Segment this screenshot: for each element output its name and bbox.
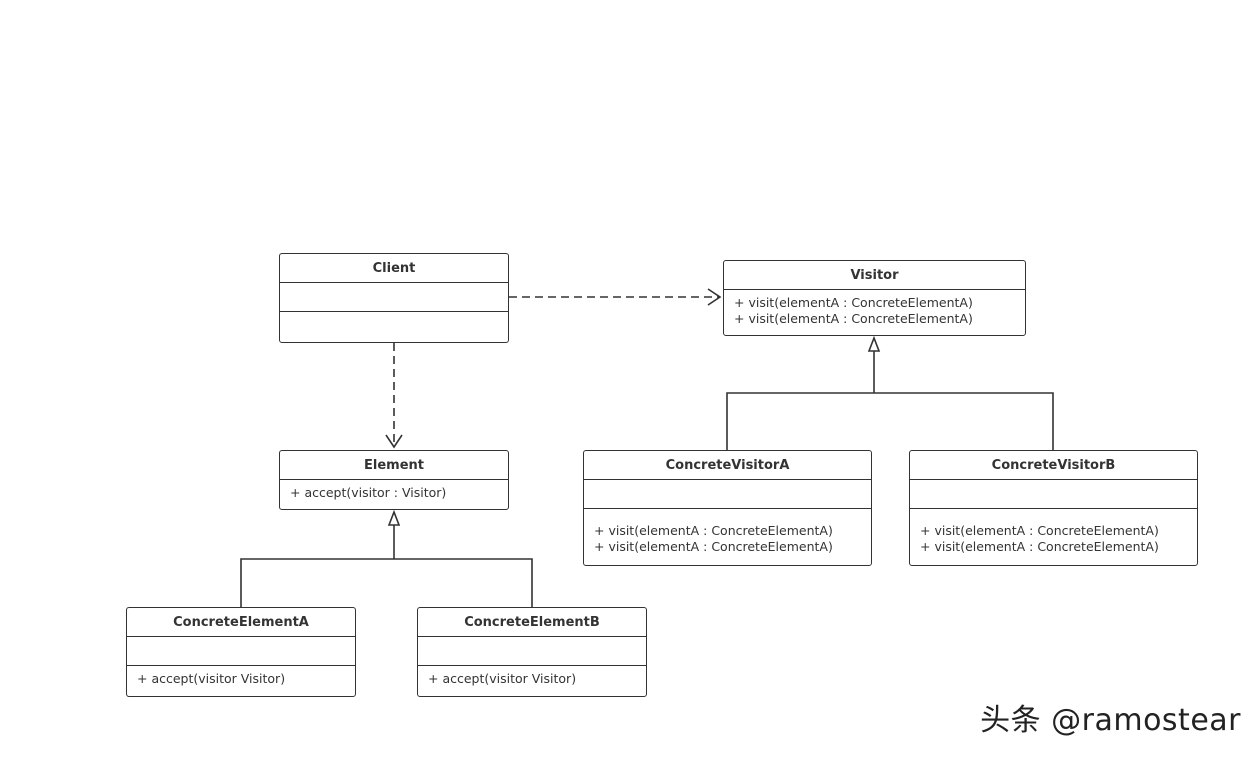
- method: + visit(elementA : ConcreteElementA): [594, 523, 833, 538]
- class-attributes: [280, 283, 508, 312]
- dependency-client-element: [385, 343, 403, 449]
- generalization-elements: [240, 509, 533, 607]
- class-client[interactable]: Client: [279, 253, 509, 343]
- class-methods: + accept(visitor Visitor): [127, 666, 355, 696]
- class-visitor[interactable]: Visitor + visit(elementA : ConcreteEleme…: [723, 260, 1026, 336]
- class-name: Element: [280, 451, 508, 480]
- class-methods: + visit(elementA : ConcreteElementA) + v…: [584, 509, 871, 565]
- class-concrete-visitor-b[interactable]: ConcreteVisitorB + visit(elementA : Conc…: [909, 450, 1198, 566]
- class-methods: + accept(visitor Visitor): [418, 666, 646, 696]
- generalization-visitors: [726, 335, 1054, 450]
- class-name: Visitor: [724, 261, 1025, 290]
- method: + accept(visitor Visitor): [137, 671, 286, 686]
- class-concrete-visitor-a[interactable]: ConcreteVisitorA + visit(elementA : Conc…: [583, 450, 872, 566]
- watermark-text: 头条 @ramostear: [980, 703, 1241, 738]
- method: + accept(visitor Visitor): [428, 671, 577, 686]
- class-methods: + visit(elementA : ConcreteElementA) + v…: [724, 290, 1025, 335]
- method: + visit(elementA : ConcreteElementA): [594, 539, 833, 554]
- class-name: ConcreteElementA: [127, 608, 355, 637]
- class-name: Client: [280, 254, 508, 283]
- class-attributes: [418, 637, 646, 666]
- method: + visit(elementA : ConcreteElementA): [734, 311, 973, 326]
- class-concrete-element-b[interactable]: ConcreteElementB + accept(visitor Visito…: [417, 607, 647, 697]
- method: + visit(elementA : ConcreteElementA): [920, 523, 1159, 538]
- class-name: ConcreteVisitorB: [910, 451, 1197, 480]
- class-name: ConcreteElementB: [418, 608, 646, 637]
- class-attributes: [127, 637, 355, 666]
- class-methods: + accept(visitor : Visitor): [280, 480, 508, 509]
- class-concrete-element-a[interactable]: ConcreteElementA + accept(visitor Visito…: [126, 607, 356, 697]
- class-methods: + visit(elementA : ConcreteElementA) + v…: [910, 509, 1197, 565]
- class-attributes: [910, 480, 1197, 509]
- method: + visit(elementA : ConcreteElementA): [920, 539, 1159, 554]
- class-name: ConcreteVisitorA: [584, 451, 871, 480]
- dependency-client-visitor: [509, 288, 722, 306]
- method: + accept(visitor : Visitor): [290, 485, 447, 500]
- method: + visit(elementA : ConcreteElementA): [734, 295, 973, 310]
- class-methods: [280, 312, 508, 342]
- class-attributes: [584, 480, 871, 509]
- class-element[interactable]: Element + accept(visitor : Visitor): [279, 450, 509, 510]
